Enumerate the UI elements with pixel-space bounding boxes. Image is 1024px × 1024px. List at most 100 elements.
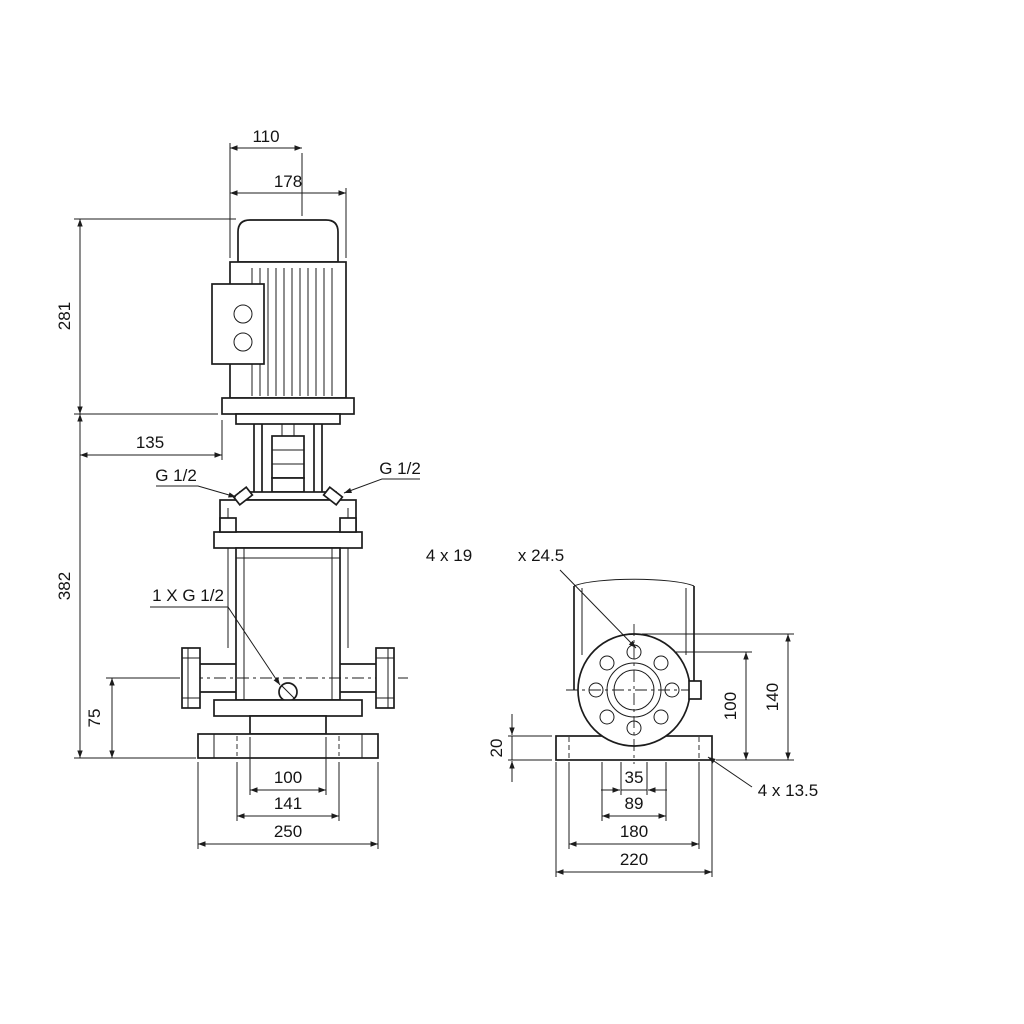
dim-140-label: 140 xyxy=(763,683,782,711)
dim-base-bolt-span: 100 xyxy=(249,737,327,795)
leader-line xyxy=(343,478,420,494)
motor-fan-cover xyxy=(237,219,339,263)
extension-lines xyxy=(197,762,379,849)
ports xyxy=(168,647,408,709)
sleeve xyxy=(235,547,341,701)
extension-lines xyxy=(236,762,340,821)
staybolts xyxy=(227,548,349,648)
dim-75-label: 75 xyxy=(85,709,104,728)
terminal-box xyxy=(211,283,265,365)
vent-port-left-callout: G 1/2 xyxy=(155,466,237,498)
discharge-flange-detail xyxy=(376,648,394,708)
leader-line xyxy=(707,756,753,788)
dim-382-label: 382 xyxy=(55,572,74,600)
dim-135-label: 135 xyxy=(136,433,164,452)
bolt-hole xyxy=(653,709,669,725)
leader-line xyxy=(150,606,281,686)
suction-flange-detail xyxy=(182,648,200,708)
chamber-stack xyxy=(227,547,349,701)
dim-motor-face: 110 xyxy=(229,127,303,258)
base-holes-label: 4 x 13.5 xyxy=(758,781,819,800)
column-inner-lines xyxy=(581,588,687,655)
dim-total-height: 382 xyxy=(55,414,196,759)
cable-gland-icon xyxy=(233,332,253,352)
dim-port-height: 75 xyxy=(85,677,178,758)
extension-lines xyxy=(74,218,236,415)
vent-port-right-callout: G 1/2 xyxy=(343,459,421,494)
dim-281-label: 281 xyxy=(55,302,74,330)
pump-base xyxy=(197,699,379,759)
pump-head xyxy=(213,485,363,549)
vent-plug-right xyxy=(322,485,344,507)
drain-label: 1 X G 1/2 xyxy=(152,586,224,605)
head-top-plate xyxy=(213,531,363,549)
extension-lines xyxy=(249,737,327,795)
drain-port-callout: 1 X G 1/2 xyxy=(150,586,281,686)
dim-flange-top-height: 140 xyxy=(642,633,794,761)
dim-220-label: 220 xyxy=(620,850,648,869)
plug-icon xyxy=(322,485,344,507)
dim-100-side-label: 100 xyxy=(721,692,740,720)
motor xyxy=(211,219,355,425)
chamber-bottom-plate xyxy=(213,699,363,717)
sleeve-inner-lines xyxy=(236,548,340,700)
base-step-lines xyxy=(213,734,363,758)
extension-lines xyxy=(601,762,667,821)
dim-100-label: 100 xyxy=(274,768,302,787)
discharge-flange xyxy=(375,647,395,709)
dim-178-label: 178 xyxy=(274,172,302,191)
base-bolt-holes-hidden xyxy=(236,736,340,756)
extension-lines xyxy=(508,735,552,761)
dim-20-label: 20 xyxy=(487,739,506,758)
dim-motor-width: 178 xyxy=(230,172,347,258)
staybolt-studs xyxy=(227,508,349,518)
dim-base-bolt-span-side: 180 xyxy=(568,762,700,849)
motor-flange-step xyxy=(235,413,341,425)
port-pipes xyxy=(200,663,376,693)
column-break-line xyxy=(573,578,695,587)
coupling xyxy=(271,435,305,479)
plug-icon xyxy=(232,485,254,507)
staybolt-nut xyxy=(339,517,357,533)
head-flange-plate xyxy=(239,491,337,501)
bolt-hole xyxy=(653,655,669,671)
motor-flange xyxy=(221,397,355,415)
dim-89-label: 89 xyxy=(625,794,644,813)
vent-plug-left xyxy=(232,485,254,507)
dim-hole-span-b: 89 xyxy=(601,762,667,821)
extension-lines xyxy=(642,633,794,761)
vent-right-label: G 1/2 xyxy=(379,459,421,478)
suction-flange xyxy=(181,647,201,709)
dim-141-label: 141 xyxy=(274,794,302,813)
leader-line xyxy=(156,485,237,498)
extension-lines xyxy=(555,762,713,877)
flange-holes-count-label: 4 x 19 xyxy=(426,546,472,565)
dim-35-label: 35 xyxy=(625,768,644,787)
dim-offset: 135 xyxy=(80,420,223,460)
leader-line xyxy=(559,569,637,649)
staybolt-nut xyxy=(219,517,237,533)
dim-110-label: 110 xyxy=(252,127,279,146)
base-plate xyxy=(197,733,379,759)
side-view: 20 100 140 35 89 180 xyxy=(426,546,818,877)
dim-base-width-front: 250 xyxy=(197,762,379,849)
dim-250-label: 250 xyxy=(274,822,302,841)
drain-plug-slot xyxy=(281,685,295,699)
coupling-clamp-lines xyxy=(272,449,304,465)
vent-left-label: G 1/2 xyxy=(155,466,197,485)
dim-base-width-side: 220 xyxy=(555,762,713,877)
drain-plug xyxy=(278,682,298,702)
flange-holes-spotface-label: x 24.5 xyxy=(518,546,564,565)
flange-side-plug xyxy=(688,680,702,700)
bolt-hole xyxy=(599,709,615,725)
extension-lines xyxy=(229,143,303,258)
cable-gland-icon xyxy=(233,304,253,324)
bolt-hole xyxy=(599,655,615,671)
coupling-section xyxy=(239,424,337,501)
base-neck xyxy=(249,715,327,735)
column-outline xyxy=(573,586,695,690)
dim-motor-height: 281 xyxy=(55,218,236,415)
base-bolt-holes-hidden xyxy=(568,737,700,759)
dim-base-thickness: 20 xyxy=(487,714,552,782)
